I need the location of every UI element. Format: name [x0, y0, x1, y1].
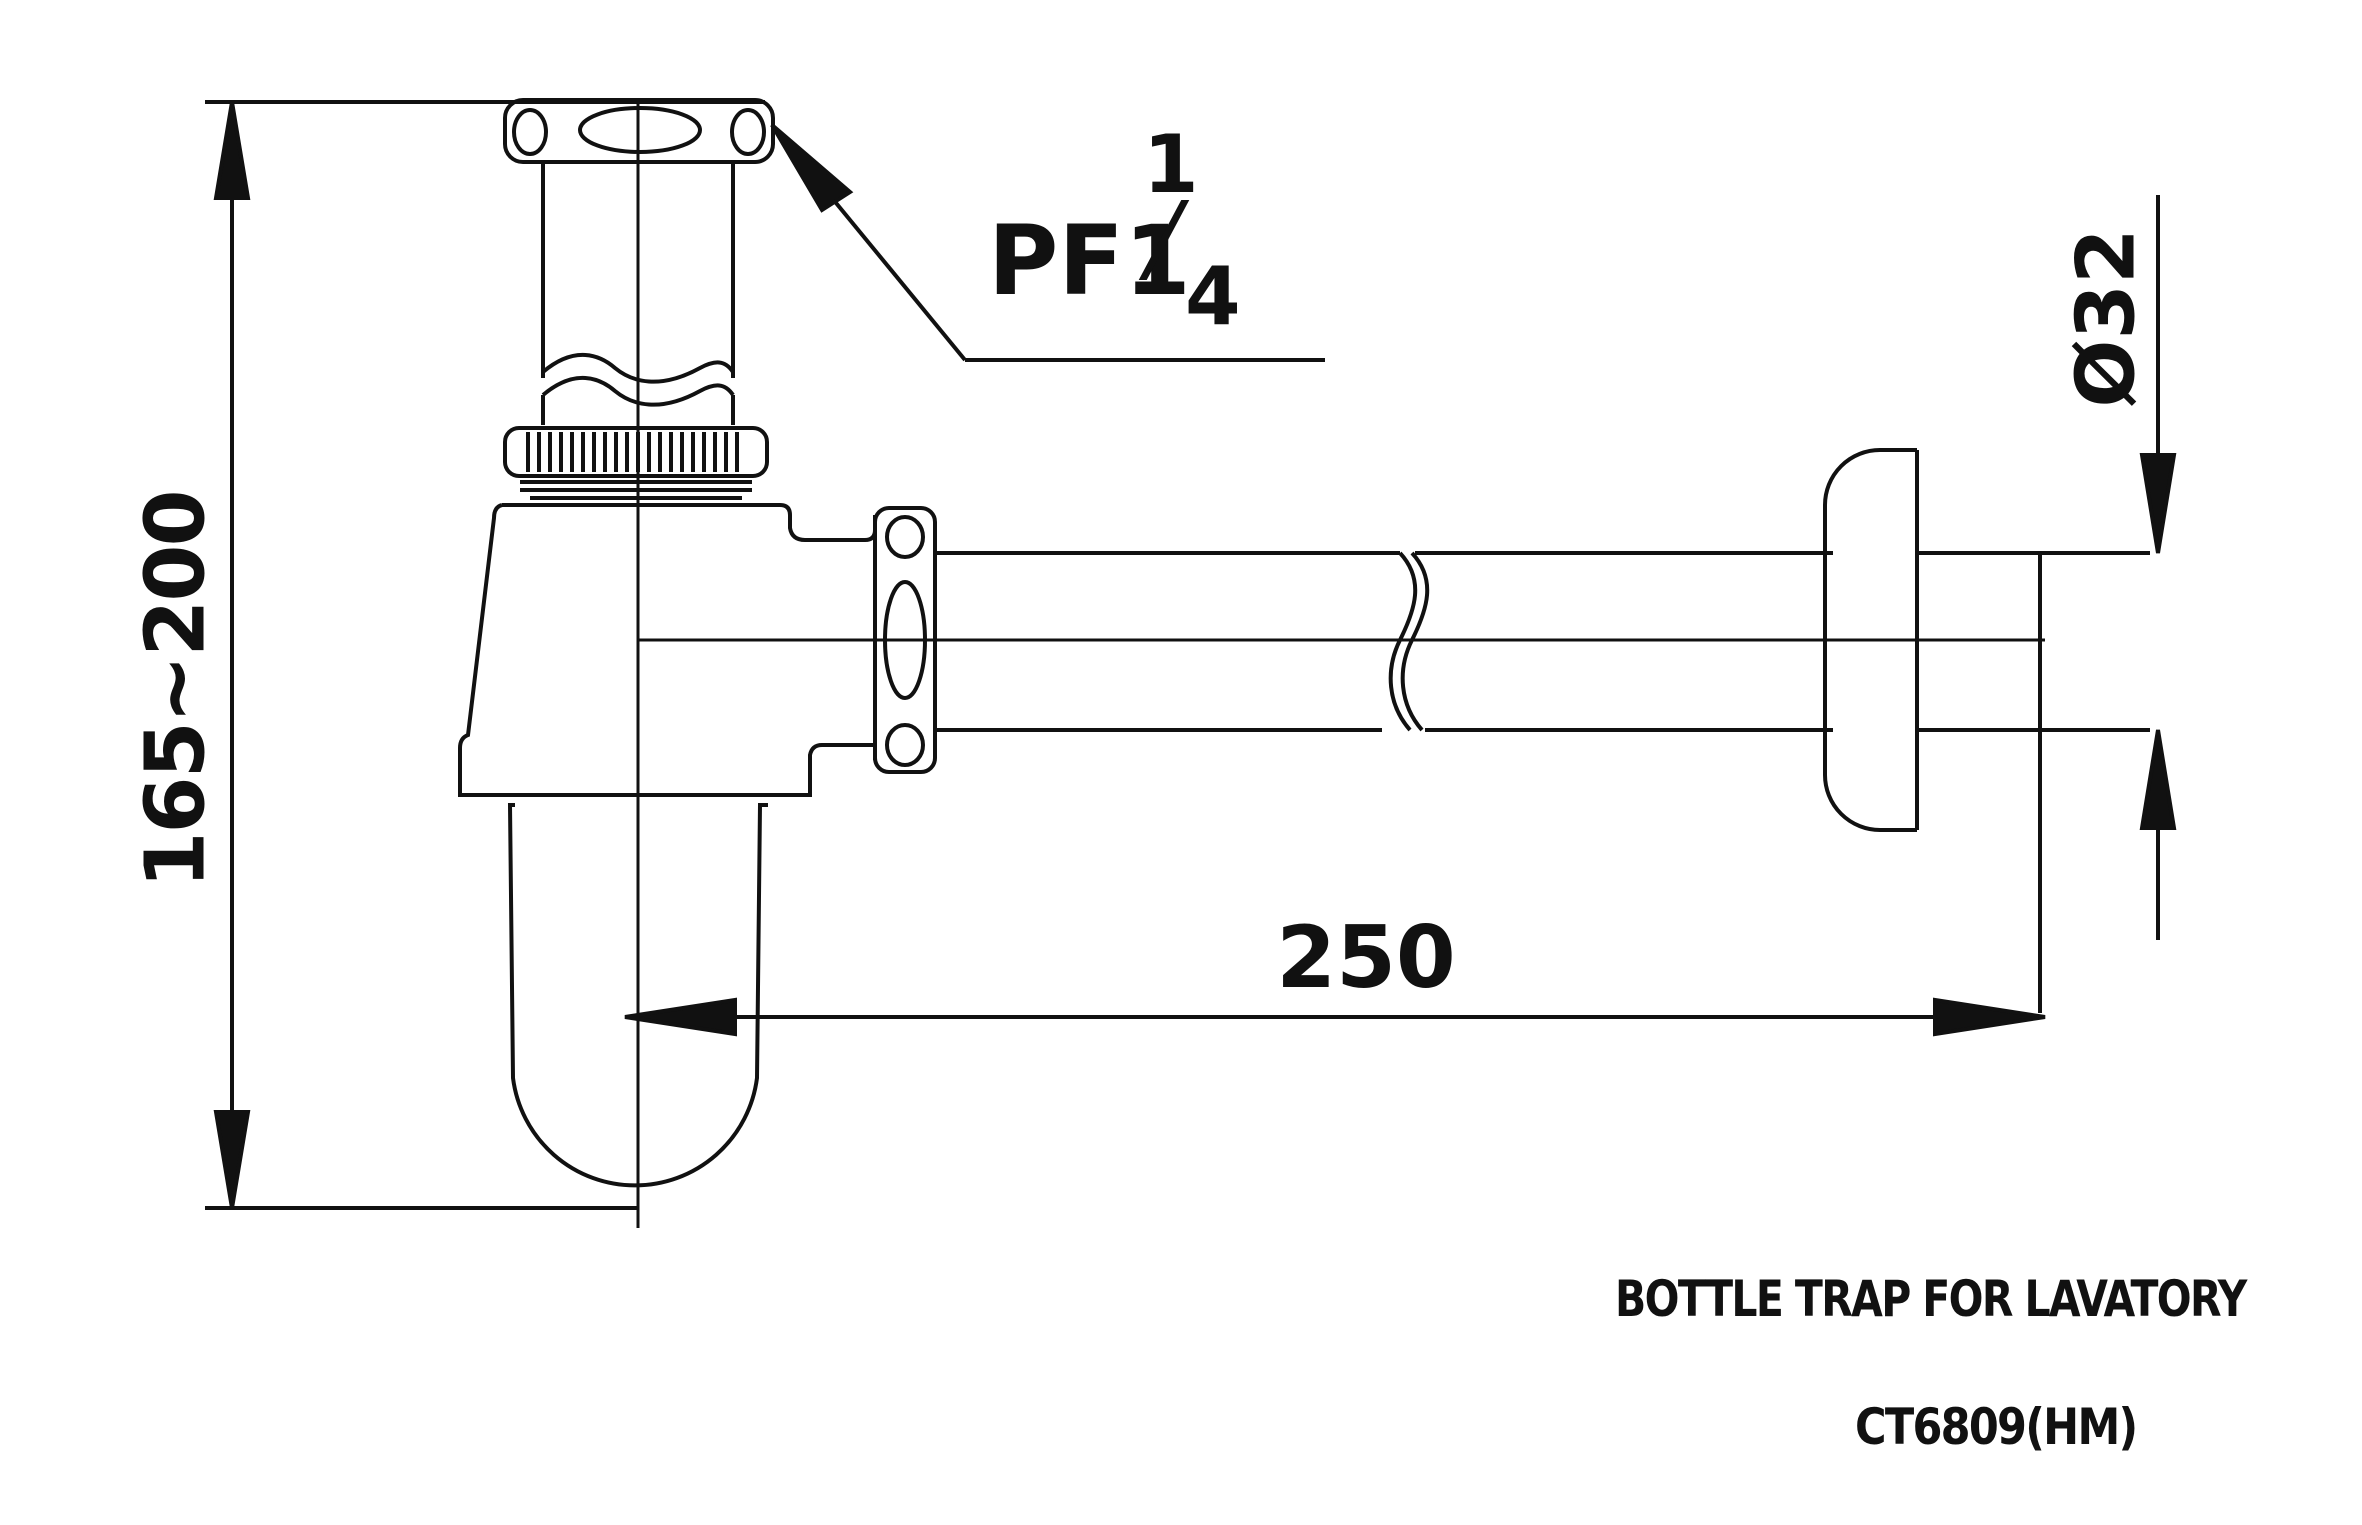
height-dimension	[205, 100, 765, 1210]
thread-size-label: PF1	[988, 205, 1191, 317]
model-number: CT6809(HM)	[1855, 1398, 2138, 1456]
length-dimension	[624, 553, 2046, 1037]
length-dimension-label: 250	[1276, 908, 1456, 1008]
thread-fraction-numerator: 1	[1143, 118, 1199, 211]
trap-body	[458, 503, 877, 797]
thread-fraction-denominator: 4	[1185, 250, 1241, 343]
u-bend	[507, 803, 768, 1188]
inlet-pipe	[541, 162, 735, 425]
knurled-nut	[503, 426, 769, 500]
height-dimension-label: 165~200	[128, 491, 224, 889]
drawing-title: BOTTLE TRAP FOR LAVATORY	[1615, 1270, 2247, 1328]
nut-knurling	[526, 432, 739, 472]
diameter-dimension	[2139, 195, 2177, 940]
thread-leader	[770, 123, 1325, 362]
diameter-dimension-label: Ø32	[2059, 228, 2153, 408]
center-lines	[636, 100, 2045, 1228]
